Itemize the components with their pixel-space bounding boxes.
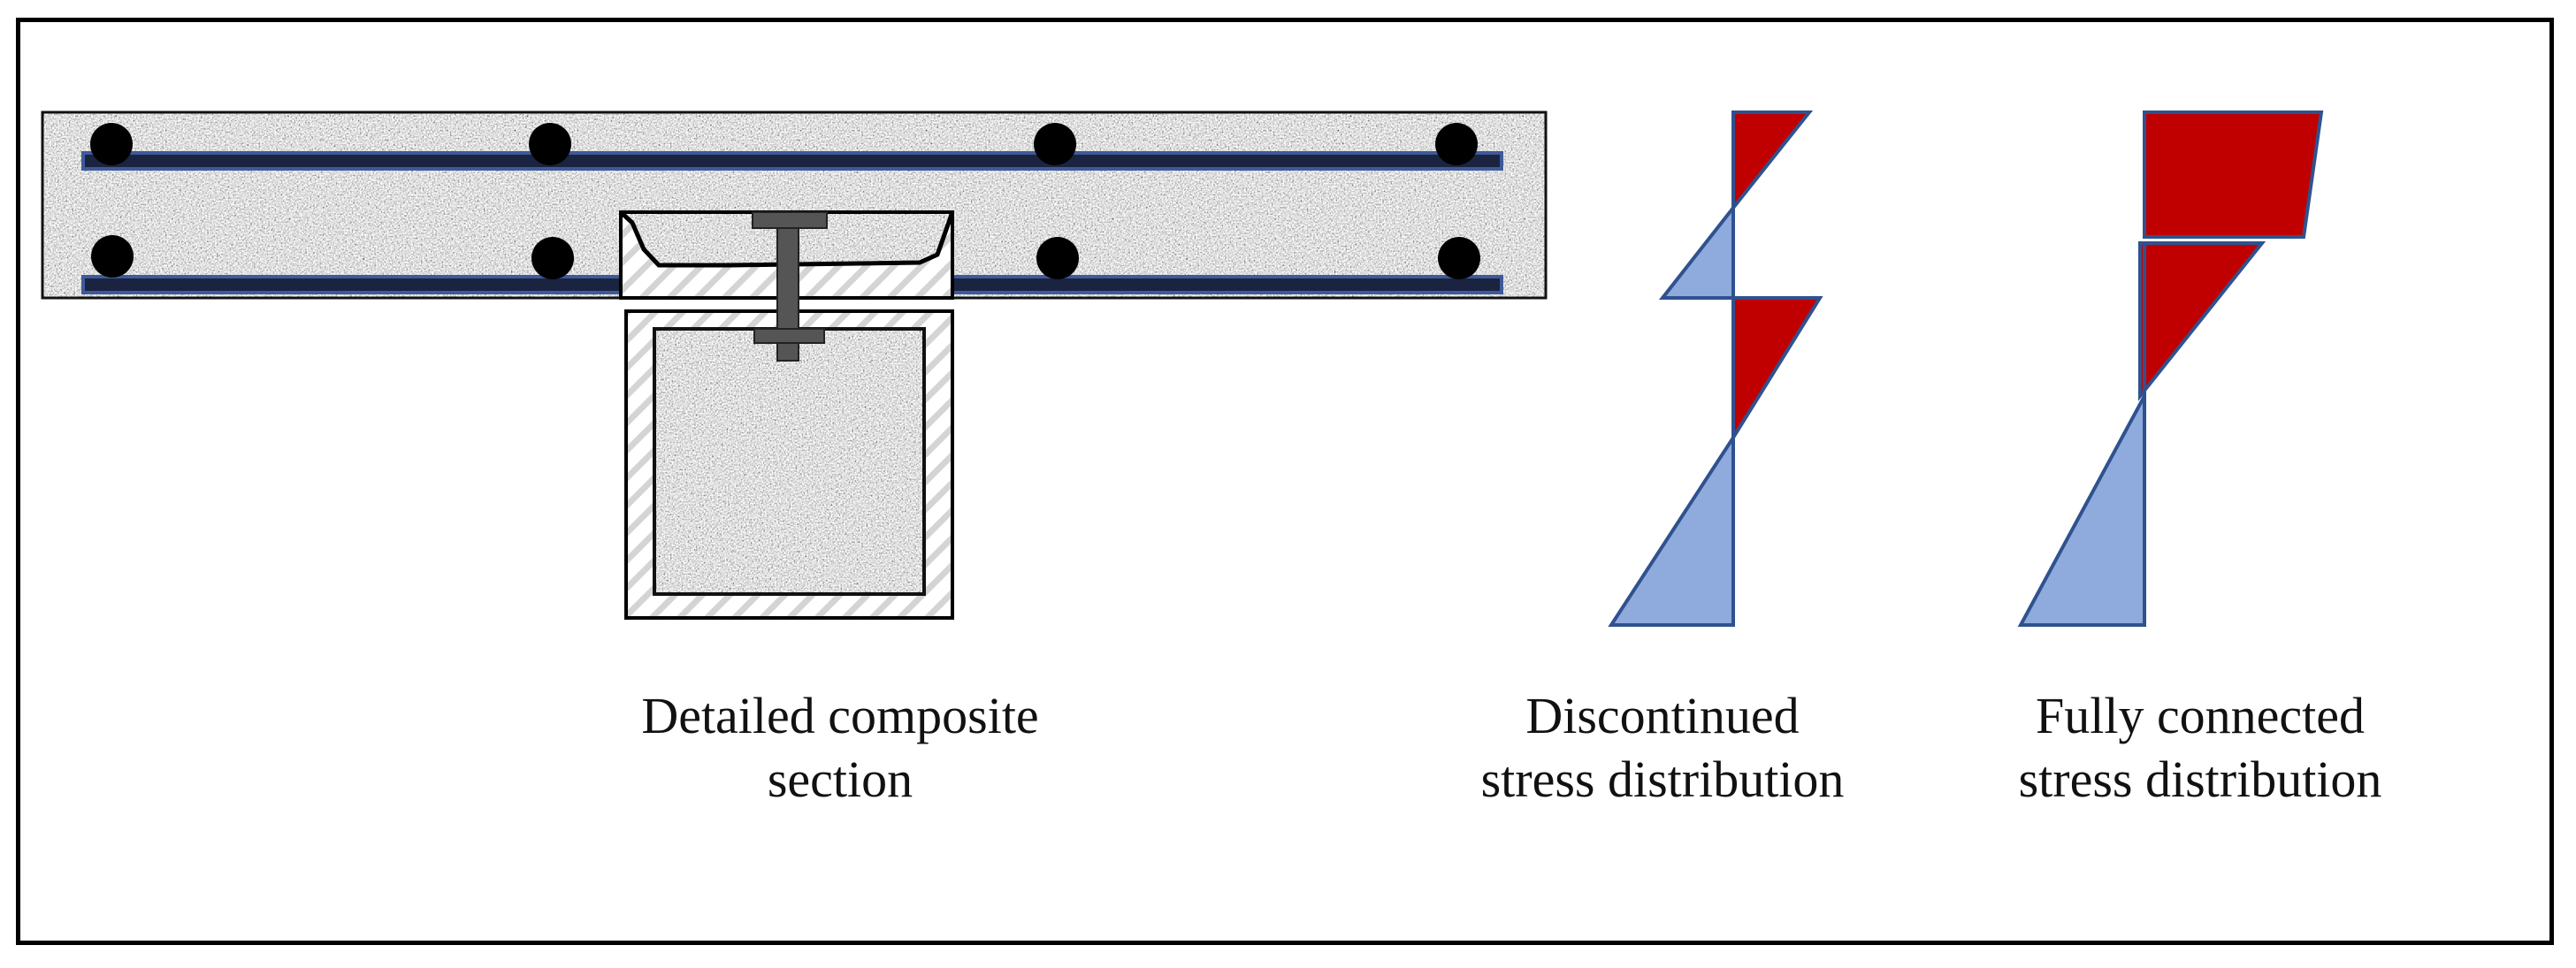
compression-triangle-top (1658, 202, 1735, 300)
slab-tension-block (2143, 111, 2324, 239)
top-rebar-bar (81, 151, 1503, 171)
tension-triangle-middle (1731, 296, 1823, 445)
figure-frame (16, 18, 2554, 945)
rebar-dot (1435, 123, 1478, 165)
top-rebar-dots (90, 123, 1478, 165)
rebar-dot (90, 123, 133, 165)
discontinued-stress-diagram (1608, 111, 1823, 627)
rebar-dot (91, 235, 134, 278)
caption-line: Fully connected (2035, 687, 2366, 744)
rebar-dot (1034, 123, 1076, 165)
rebar-dot (531, 237, 574, 279)
caption-detailed-section: Detailed composite section (566, 684, 1114, 812)
rebar-dot (529, 123, 571, 165)
caption-fully-connected: Fully connected stress distribution (1970, 684, 2430, 812)
compression-triangle (2017, 395, 2146, 627)
caption-line: stress distribution (1480, 751, 1845, 808)
shear-connector (752, 211, 828, 362)
steel-box-section (624, 309, 954, 620)
fully-connected-stress-diagram (2017, 111, 2324, 627)
caption-line: stress distribution (2018, 751, 2382, 808)
caption-line: Discontinued (1525, 687, 1800, 744)
rebar-dot (1438, 237, 1480, 279)
bottom-rebar-dots (91, 235, 1480, 279)
tension-triangle-top (1731, 111, 1814, 213)
caption-discontinued: Discontinued stress distribution (1433, 684, 1892, 812)
tension-triangle (2138, 241, 2266, 401)
caption-line: Detailed composite (641, 687, 1039, 744)
compression-triangle-bottom (1608, 431, 1735, 627)
rebar-dot (1036, 237, 1079, 279)
caption-line: section (767, 751, 913, 808)
